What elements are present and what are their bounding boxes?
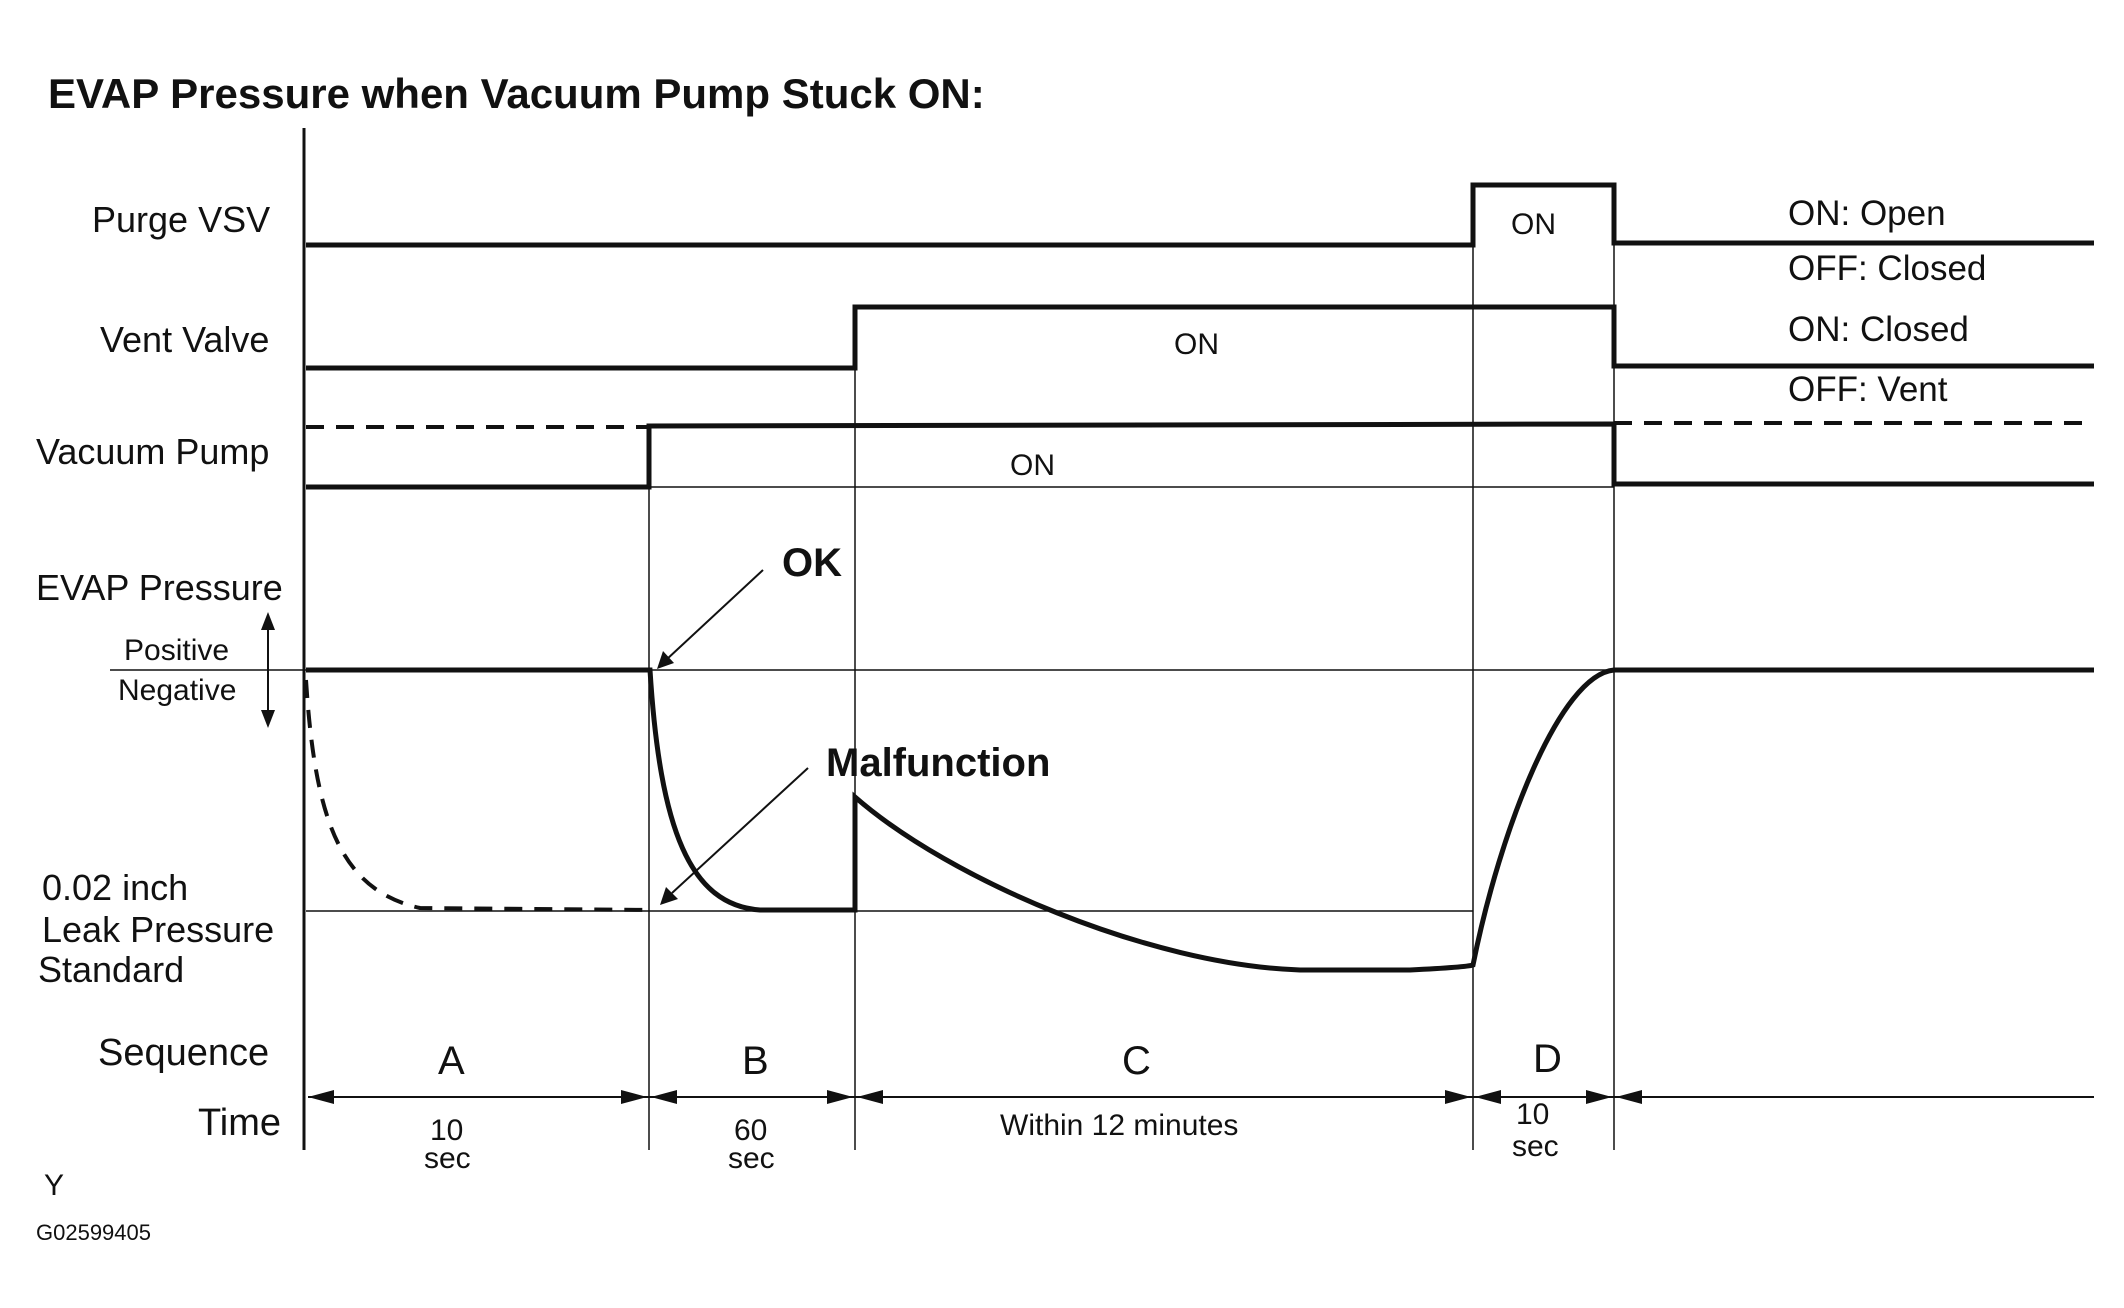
vent-valve-signal <box>306 304 2094 371</box>
diagram-title: EVAP Pressure when Vacuum Pump Stuck ON: <box>48 70 985 117</box>
negative-label: Negative <box>118 674 236 707</box>
segment-b-start-arrow-icon <box>651 1090 677 1104</box>
segment-end-arrow-icon <box>1616 1090 1642 1104</box>
segment-d-end-arrow-icon <box>1586 1090 1612 1104</box>
vacuum-pump-signal <box>306 421 2094 490</box>
positive-arrowhead-icon <box>261 612 275 630</box>
segment-b-time-line2: sec <box>728 1142 775 1175</box>
evap-pressure-label: EVAP Pressure <box>36 567 283 608</box>
vent-valve-on-text: ON <box>1174 328 1219 361</box>
leak-standard-line3: Standard <box>38 949 184 990</box>
purge-vsv-state-off: OFF: Closed <box>1788 249 1986 288</box>
segment-d-time-line1: 10 <box>1516 1098 1549 1131</box>
purge-vsv-on-text: ON <box>1511 208 1556 241</box>
sequence-label: Sequence <box>98 1032 269 1074</box>
segment-b-time-line1: 60 <box>734 1114 767 1147</box>
leak-standard-line2: Leak Pressure <box>42 909 274 950</box>
segment-c-end-arrow-icon <box>1445 1090 1471 1104</box>
figure-code: G02599405 <box>36 1220 151 1245</box>
sequence-letter-c: C <box>1122 1039 1151 1083</box>
purge-vsv-label: Purge VSV <box>92 199 270 240</box>
ok-arrowhead-icon <box>657 651 674 669</box>
positive-label: Positive <box>124 634 229 667</box>
segment-d-time-line2: sec <box>1512 1130 1559 1163</box>
malfunction-pressure-curve <box>304 679 651 912</box>
purge-vsv-state-on: ON: Open <box>1788 194 1946 233</box>
malfunction-callout-leader <box>671 767 809 894</box>
vent-valve-state-on: ON: Closed <box>1788 310 1969 349</box>
sequence-letter-b: B <box>742 1039 769 1083</box>
evap-pressure-curve <box>306 667 2094 973</box>
sequence-letter-d: D <box>1533 1037 1562 1081</box>
purge-vsv-row: Purge VSV ON ON: Open OFF: Closed <box>92 182 2094 288</box>
sequence-letter-a: A <box>438 1039 465 1083</box>
segment-a-time-line1: 10 <box>430 1114 463 1147</box>
segment-a-end-arrow-icon <box>621 1090 647 1104</box>
sequence-row: Sequence A B C D <box>98 1032 1562 1083</box>
ok-callout: OK <box>782 541 842 585</box>
leak-standard-line1: 0.02 inch <box>42 867 188 908</box>
vent-valve-state-off: OFF: Vent <box>1788 370 1948 409</box>
malfunction-arrowhead-icon <box>660 887 678 905</box>
evap-pressure-row: EVAP Pressure Positive Negative 0.02 inc… <box>36 567 2094 990</box>
segment-b-end-arrow-icon <box>827 1090 853 1104</box>
vacuum-pump-label: Vacuum Pump <box>36 431 269 472</box>
footer-mark: Y <box>44 1169 64 1202</box>
callouts: OK Malfunction <box>657 541 1050 905</box>
phase-boundaries <box>648 185 1615 1150</box>
negative-arrowhead-icon <box>261 710 275 728</box>
segment-a-start-arrow-icon <box>308 1090 334 1104</box>
malfunction-callout: Malfunction <box>826 741 1050 785</box>
segment-a-time-line2: sec <box>424 1142 471 1175</box>
vacuum-pump-row: Vacuum Pump ON <box>36 421 2094 490</box>
time-row: Time 10 sec 60 sec Within 12 minutes 10 … <box>198 1090 2094 1175</box>
ok-callout-leader <box>665 569 764 661</box>
vacuum-pump-on-text: ON <box>1010 449 1055 482</box>
vent-valve-label: Vent Valve <box>100 319 269 360</box>
segment-c-start-arrow-icon <box>857 1090 883 1104</box>
segment-d-start-arrow-icon <box>1475 1090 1501 1104</box>
time-label: Time <box>198 1102 281 1144</box>
vent-valve-row: Vent Valve ON ON: Closed OFF: Vent <box>100 304 2094 409</box>
segment-c-time-line1: Within 12 minutes <box>1000 1109 1238 1142</box>
purge-vsv-signal <box>306 182 2094 248</box>
